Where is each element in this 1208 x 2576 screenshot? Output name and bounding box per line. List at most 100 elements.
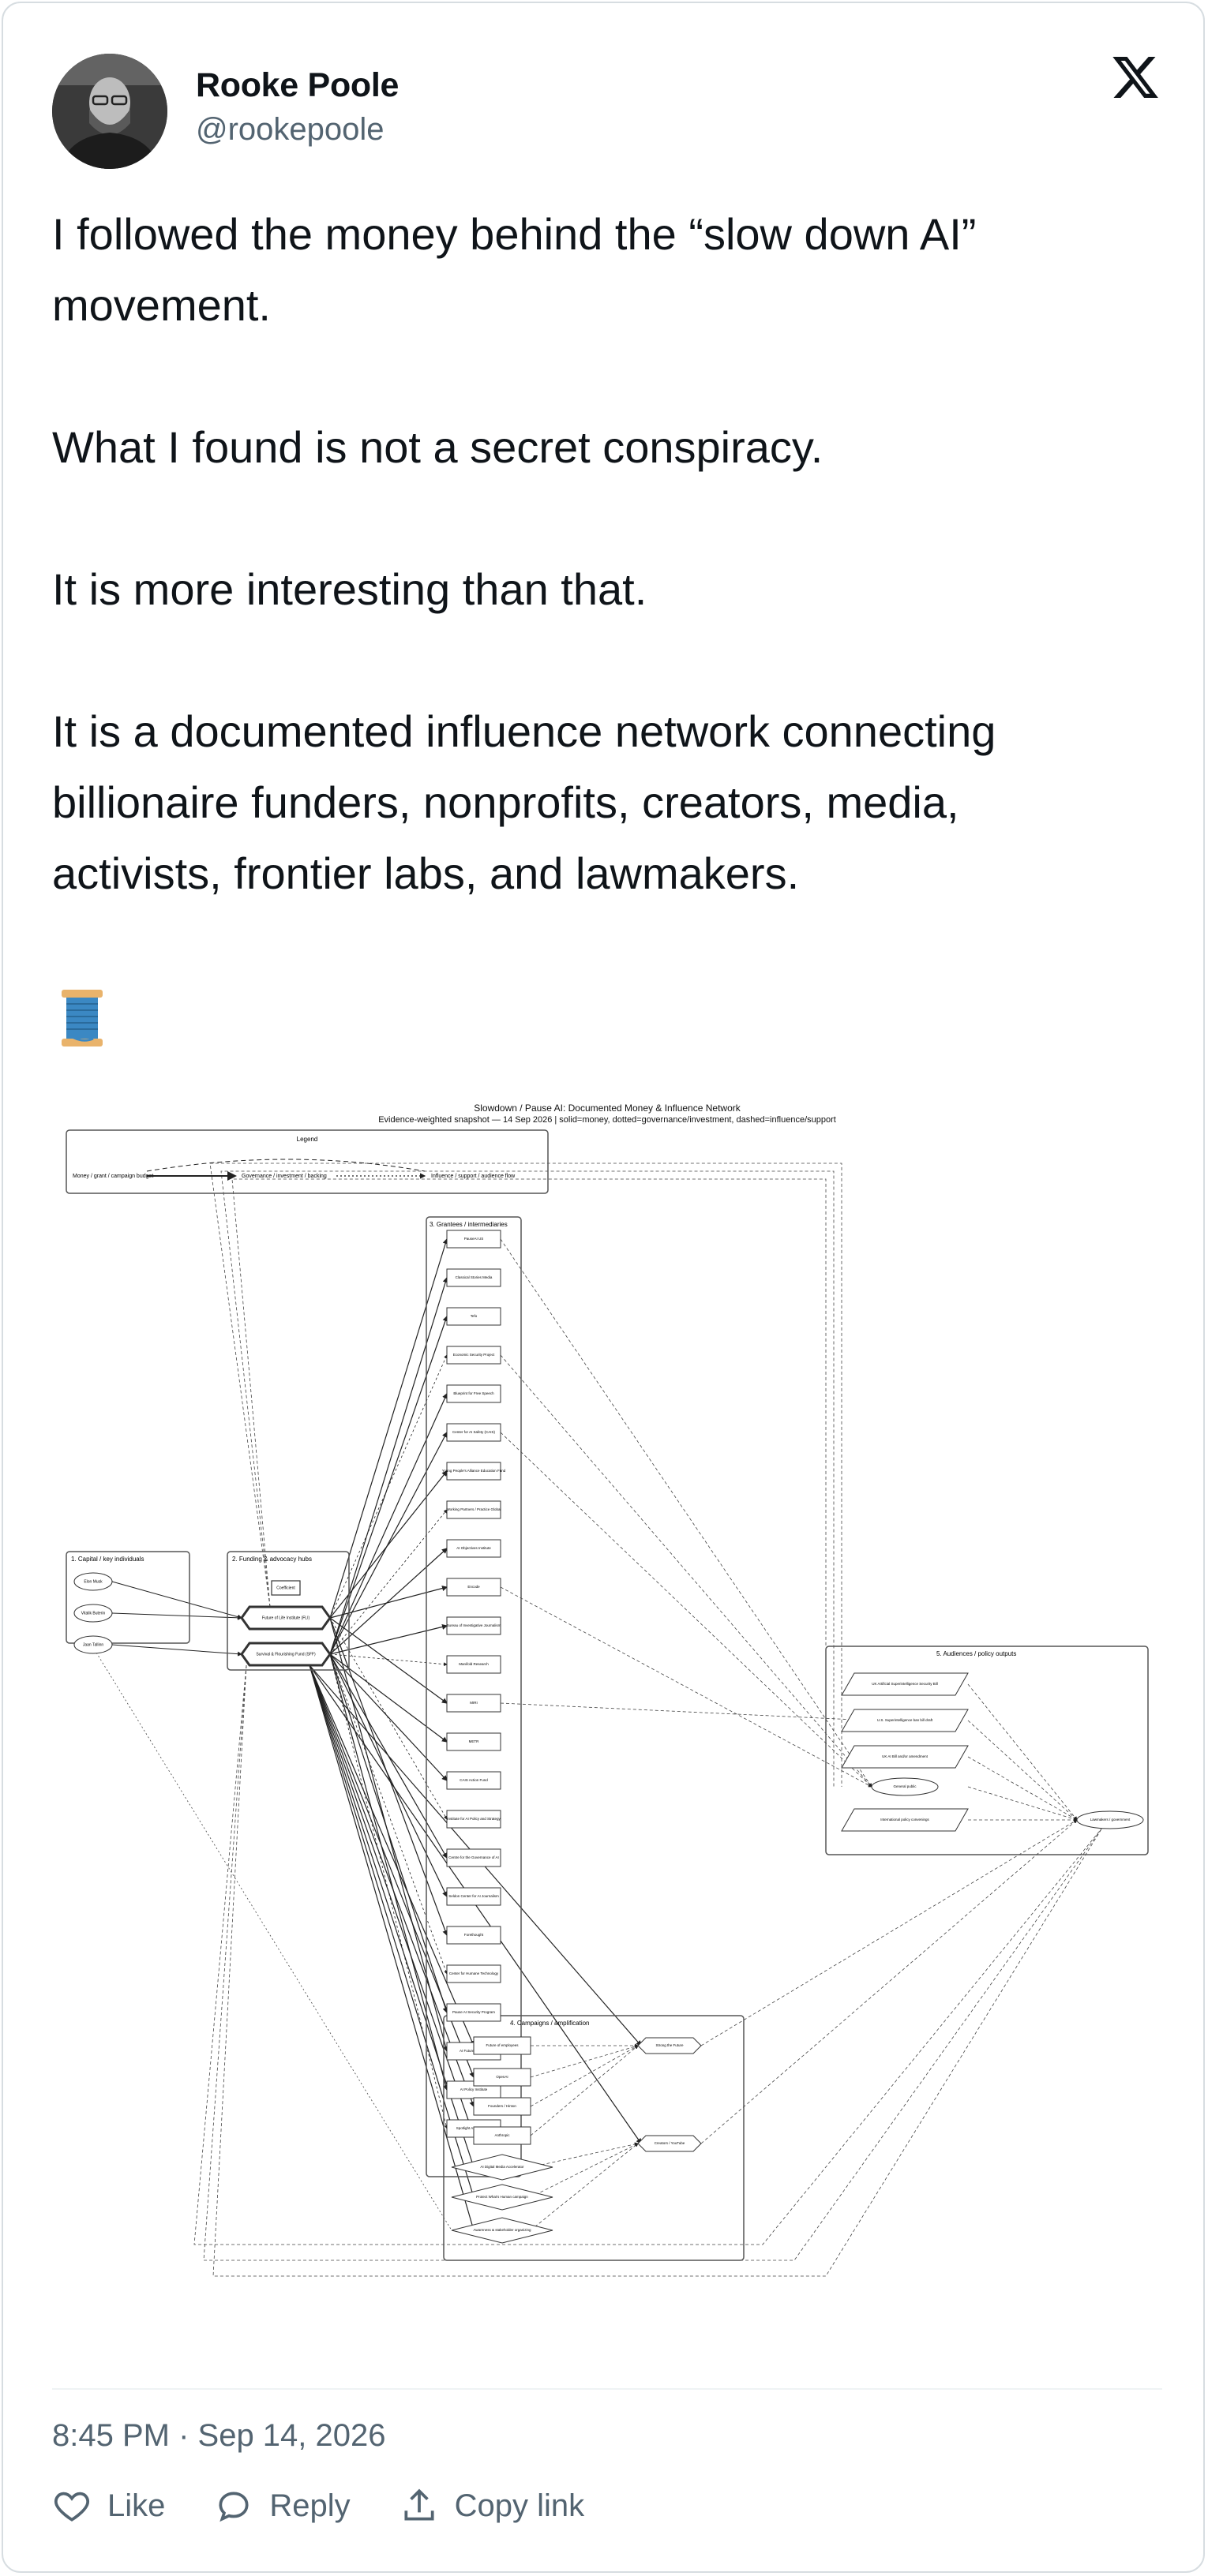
diagram-edge (329, 1354, 448, 1619)
diagram-node-label: Tefo (471, 1314, 478, 1318)
diagram-node-label: General public (893, 1784, 917, 1788)
hub-node (240, 1642, 332, 1667)
diagram-node-label: Working Partners / Practice Global (447, 1507, 501, 1511)
diagram-node-label: CAIS Action Fund (460, 1778, 488, 1782)
campaign-node (451, 2184, 553, 2211)
copy-link-button[interactable]: Copy link (400, 2486, 585, 2525)
diagram-edge (329, 1653, 448, 1667)
diagram-node-label: PauseAI US (464, 1237, 484, 1241)
diagram-node-label: AI Policy Institute (460, 2087, 488, 2091)
tweet-timestamp[interactable]: 8:45 PM · Sep 14, 2026 (52, 2418, 386, 2453)
diagram-edge (329, 1315, 448, 1655)
campaign-node (473, 2126, 531, 2145)
diagram-edge (530, 2142, 639, 2168)
tweet-text: I followed the money behind the “slow do… (52, 199, 1173, 909)
diagram-node-label: MIRI (470, 1701, 478, 1705)
tweet-paragraph: It is a documented influence network con… (52, 706, 996, 898)
diagram-edge (700, 1819, 1078, 2144)
legend-title: Legend (297, 1136, 318, 1143)
thread-spool-icon: 🧵 (58, 988, 106, 1048)
diagram-edge (500, 1238, 872, 1788)
legend-influence: Influence / support / audience flow (431, 1174, 516, 1179)
diagram-edge (96, 1652, 452, 2231)
diagram-edge (329, 1653, 448, 1781)
capital-node (73, 1572, 113, 1591)
grantee-node (446, 1810, 501, 1829)
diagram-edge (530, 2045, 639, 2136)
diagram-edge (967, 1683, 1078, 1821)
reply-button[interactable]: Reply (214, 2486, 351, 2525)
avatar[interactable] (52, 54, 167, 169)
diagram-edge (500, 1586, 872, 1788)
diagram-node-label: Economic Security Project (453, 1353, 495, 1357)
network-diagram-image[interactable]: Slowdown / Pause AI: Documented Money & … (52, 1084, 1162, 2347)
diagram-node-label: Creators / YouTube (655, 2141, 685, 2145)
grantee-node (446, 1423, 501, 1442)
grantee-node (446, 1848, 501, 1867)
diagram-node-label: Future of employees (486, 2043, 519, 2047)
diagram-node-label: Future of Life Institute (FLI) (262, 1616, 310, 1620)
reply-label: Reply (269, 2488, 351, 2523)
like-label: Like (107, 2488, 166, 2523)
diagram-edge (329, 1548, 448, 1655)
diagram-node-label: Center for Humane Technology (449, 1971, 499, 1975)
diagram-edge (329, 1653, 448, 1743)
like-button[interactable]: Like (52, 2486, 165, 2525)
diagram-edge (967, 1720, 1078, 1821)
diagram-node-label: Awareness & stakeholder organizing (474, 2228, 531, 2232)
diagram-node-label: Pause AI Security Program (452, 2010, 495, 2014)
diagram-node-label: Manifold Research (459, 1662, 489, 1666)
diagram-edge (500, 1354, 872, 1788)
diagram-edge (329, 1392, 448, 1655)
author-name[interactable]: Rooke Poole (196, 66, 400, 104)
diagram-node-label: Jaan Tallinn (83, 1642, 104, 1647)
diagram-edge (309, 1664, 475, 2047)
diagram-node-label: Elon Musk (84, 1579, 103, 1584)
diagram-node-label: Center for AI Safety (CAIS) (452, 1430, 496, 1434)
diagram-edge (967, 1786, 1078, 1822)
diagram-edge (220, 1170, 835, 1787)
diagram-edge (329, 1653, 448, 2129)
grantee-node (446, 2003, 501, 2022)
diagram-node-label: AI Digital Media Accelerator (480, 2165, 524, 2169)
diagram-edge (329, 1237, 448, 1619)
copy-link-label: Copy link (454, 2488, 585, 2523)
grantee-node (446, 1307, 501, 1326)
diagram-node-label: Strong the Future (655, 2043, 684, 2047)
diagram-edge (193, 1664, 1103, 2245)
audience-node (841, 1709, 969, 1732)
diagram-node-label: OpenAI (496, 2075, 508, 2079)
grantee-node (446, 1500, 501, 1519)
diagram-subtitle: Evidence-weighted snapshot — 14 Sep 2026… (378, 1115, 836, 1125)
diagram-edge (309, 1664, 475, 2108)
x-logo-icon[interactable] (1110, 52, 1161, 103)
grantee-node (446, 1964, 501, 1983)
reply-icon (219, 2492, 249, 2522)
diagram-node-label: Centre for the Governance of AI (448, 1855, 499, 1859)
audience-node (1076, 1810, 1144, 1829)
grantee-node (446, 1268, 501, 1287)
diagram-node-label: Protect What's Human campaign (476, 2195, 528, 2199)
diagram-edge (530, 2143, 639, 2231)
diagram-node-label: Forethought (464, 1933, 484, 1937)
diagram-edge (309, 1664, 475, 2169)
divider (52, 2388, 1162, 2390)
diagram-edge (111, 1581, 242, 1619)
grantee-node (446, 1887, 501, 1906)
section-grantees-label: 3. Grantees / intermediaries (430, 1221, 508, 1228)
section-funding-label: 2. Funding & advocacy hubs (232, 1556, 312, 1563)
diagram-edge (329, 1470, 448, 1619)
diagram-node-label: Blueprint for Free Speech (453, 1391, 494, 1395)
legend-governance: Governance / investment / backing (242, 1174, 327, 1179)
author-handle[interactable]: @rookepoole (196, 112, 385, 147)
diagram-edge (329, 1623, 448, 1655)
tweet-paragraph: I followed the money behind the “slow do… (52, 209, 977, 330)
diagram-edge (329, 1653, 448, 2091)
campaign-node (451, 2154, 553, 2181)
hub-node (271, 1580, 301, 1596)
grantee-node (446, 1655, 501, 1674)
diagram-node-label: Vitalik Buterin (81, 1611, 106, 1616)
diagram-edge (700, 1819, 1078, 2046)
diagram-node-label: Young People's Alliance Education Fund (442, 1469, 506, 1473)
